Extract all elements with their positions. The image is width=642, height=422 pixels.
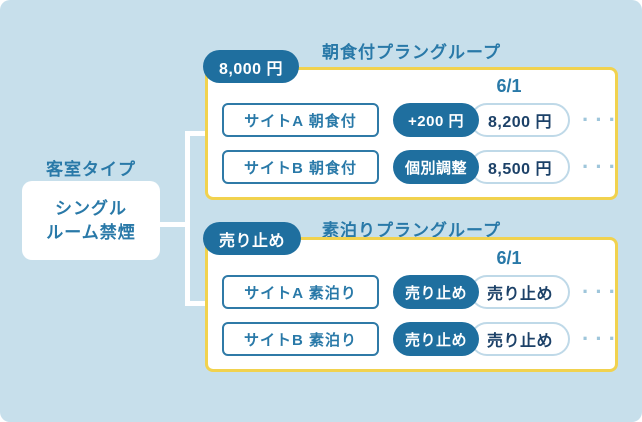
adjustment-pill: 売り止め <box>393 275 479 309</box>
site-a-breakfast-box: サイトA 朝食付 <box>222 103 379 137</box>
rate-value-pill: 8,200 円 <box>470 103 570 137</box>
plan-group-no-meal: 素泊りプラングループ 売り止め 6/1 サイトA 素泊り 売り止め 売り止め ·… <box>203 208 618 380</box>
plan-group-no-meal-title: 素泊りプラングループ <box>322 221 501 240</box>
ellipsis-icon: ··· <box>582 154 622 179</box>
room-type-label: 客室タイプ <box>46 160 136 179</box>
ellipsis-icon: ··· <box>582 279 622 304</box>
plan-group-no-meal-date: 6/1 <box>496 248 522 268</box>
rate-row: サイトA 素泊り 売り止め 売り止め ··· <box>222 275 622 309</box>
rate-value-pill: 8,500 円 <box>470 150 570 184</box>
plan-group-breakfast-badge: 8,000 円 <box>203 50 299 83</box>
connector-top-stub <box>185 131 213 136</box>
connector-trunk <box>185 131 190 306</box>
plan-group-no-meal-badge: 売り止め <box>203 222 302 255</box>
plan-group-breakfast: 朝食付プラングループ 8,000 円 6/1 サイトA 朝食付 +200 円 8… <box>203 38 618 208</box>
plan-group-breakfast-title: 朝食付プラングループ <box>322 43 501 62</box>
rate-row: サイトB 素泊り 売り止め 売り止め ··· <box>222 322 622 356</box>
rate-value-pill: 売り止め <box>470 275 570 309</box>
ellipsis-icon: ··· <box>582 107 622 132</box>
rate-row: サイトB 朝食付 個別調整 8,500 円 ··· <box>222 150 622 184</box>
rate-row: サイトA 朝食付 +200 円 8,200 円 ··· <box>222 103 622 137</box>
adjustment-pill: 個別調整 <box>393 150 479 184</box>
site-a-no-meal-box: サイトA 素泊り <box>222 275 379 309</box>
adjustment-pill: +200 円 <box>393 103 479 137</box>
room-type-box: シングル ルーム禁煙 <box>22 181 160 260</box>
room-name-line1: シングル <box>55 198 127 218</box>
site-b-breakfast-box: サイトB 朝食付 <box>222 150 379 184</box>
connector-bottom-stub <box>185 301 213 306</box>
room-name-line2: ルーム禁煙 <box>46 222 136 242</box>
site-b-no-meal-box: サイトB 素泊り <box>222 322 379 356</box>
plan-group-breakfast-date: 6/1 <box>496 76 522 96</box>
adjustment-pill: 売り止め <box>393 322 479 356</box>
rate-value-pill: 売り止め <box>470 322 570 356</box>
connector-room-stub <box>158 222 190 227</box>
ellipsis-icon: ··· <box>582 326 622 351</box>
